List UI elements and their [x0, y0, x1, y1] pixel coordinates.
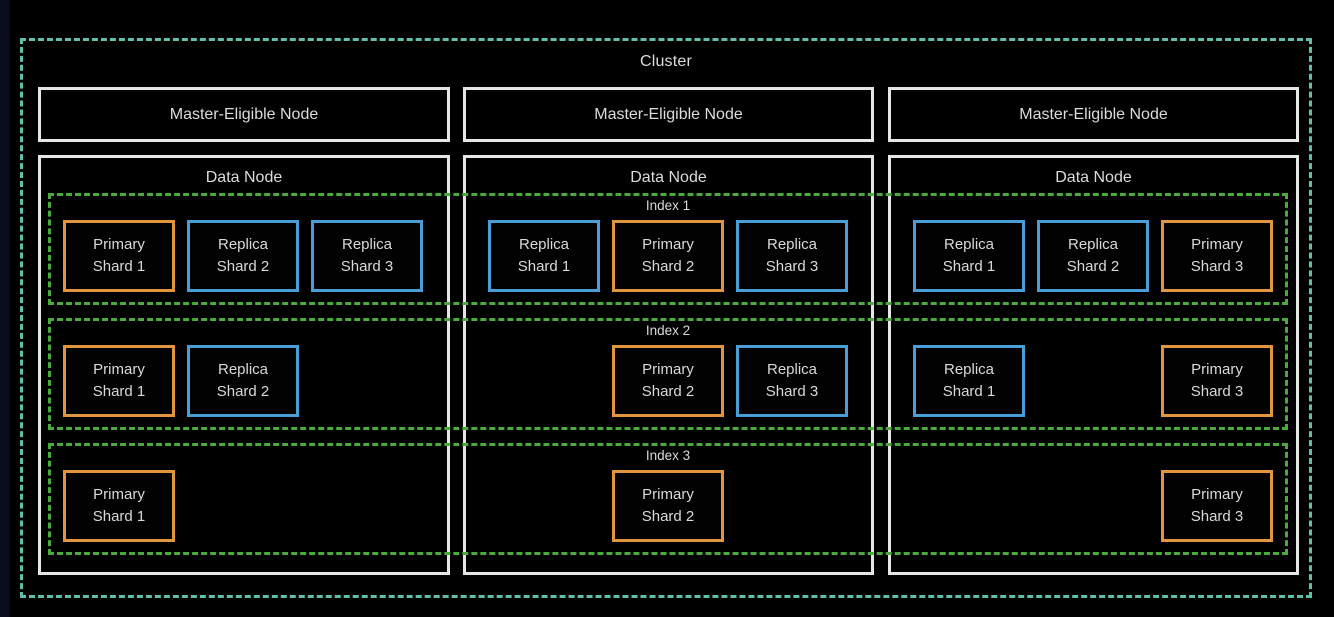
- shard-number-label: Shard 3: [340, 258, 394, 275]
- shard-role-label: Replica: [766, 360, 818, 378]
- master-eligible-node-1-label: Master-Eligible Node: [169, 105, 319, 123]
- master-eligible-node-3: Master-Eligible Node: [888, 87, 1299, 142]
- data-node-2: Data Node: [463, 155, 874, 575]
- shard-number-label: Shard 1: [92, 383, 146, 400]
- shard-role-label: Primary: [642, 485, 694, 503]
- cluster-boundary: Cluster: [20, 38, 1312, 598]
- data-node-2-label: Data Node: [630, 169, 707, 186]
- shard-number-label: Shard 1: [942, 383, 996, 400]
- shard-number-label: Shard 2: [641, 258, 695, 275]
- index-1-boundary: Index 1: [48, 193, 1288, 305]
- index-1-label: Index 1: [645, 198, 691, 213]
- shard-number-label: Shard 2: [1066, 258, 1120, 275]
- cluster-label: Cluster: [639, 53, 693, 70]
- shard-role-label: Replica: [1067, 235, 1119, 253]
- data-node-1: Data Node: [38, 155, 450, 575]
- index-2-boundary: Index 2: [48, 318, 1288, 430]
- index-3-boundary: Index 3: [48, 443, 1288, 555]
- shard-number-label: Shard 3: [1190, 383, 1244, 400]
- shard-number-label: Shard 3: [1190, 508, 1244, 525]
- shard-role-label: Primary: [642, 360, 694, 378]
- master-eligible-node-3-label: Master-Eligible Node: [1019, 105, 1168, 123]
- shard-role-label: Primary: [93, 235, 145, 253]
- shard-role-label: Primary: [1191, 235, 1243, 253]
- master-eligible-node-1: Master-Eligible Node: [38, 87, 450, 142]
- shard-role-label: Primary: [1191, 360, 1243, 378]
- shard-number-label: Shard 2: [216, 258, 270, 275]
- shard-number-label: Shard 1: [942, 258, 996, 275]
- left-edge-strip: [0, 0, 10, 617]
- shard-role-label: Primary: [642, 235, 694, 253]
- shard-role-label: Primary: [93, 485, 145, 503]
- shard-role-label: Replica: [217, 360, 269, 378]
- shard-number-label: Shard 1: [517, 258, 571, 275]
- shard-number-label: Shard 3: [765, 383, 819, 400]
- shard-number-label: Shard 2: [641, 508, 695, 525]
- shard-number-label: Shard 1: [92, 508, 146, 525]
- data-node-3: Data Node: [888, 155, 1299, 575]
- shard-number-label: Shard 2: [216, 383, 270, 400]
- shard-role-label: Replica: [518, 235, 570, 253]
- shard-role-label: Replica: [766, 235, 818, 253]
- index-3-label: Index 3: [645, 448, 691, 463]
- shard-number-label: Shard 3: [765, 258, 819, 275]
- shard-number-label: Shard 2: [641, 383, 695, 400]
- index-2-label: Index 2: [645, 323, 691, 338]
- shard-role-label: Replica: [943, 360, 995, 378]
- shard-role-label: Primary: [1191, 485, 1243, 503]
- master-eligible-node-2-label: Master-Eligible Node: [594, 105, 743, 123]
- data-node-3-label: Data Node: [1055, 169, 1132, 186]
- data-node-1-label: Data Node: [205, 169, 283, 186]
- shard-role-label: Replica: [217, 235, 269, 253]
- shard-role-label: Replica: [341, 235, 393, 253]
- shard-number-label: Shard 3: [1190, 258, 1244, 275]
- shard-role-label: Primary: [93, 360, 145, 378]
- shard-number-label: Shard 1: [92, 258, 146, 275]
- shard-role-label: Replica: [943, 235, 995, 253]
- master-eligible-node-2: Master-Eligible Node: [463, 87, 874, 142]
